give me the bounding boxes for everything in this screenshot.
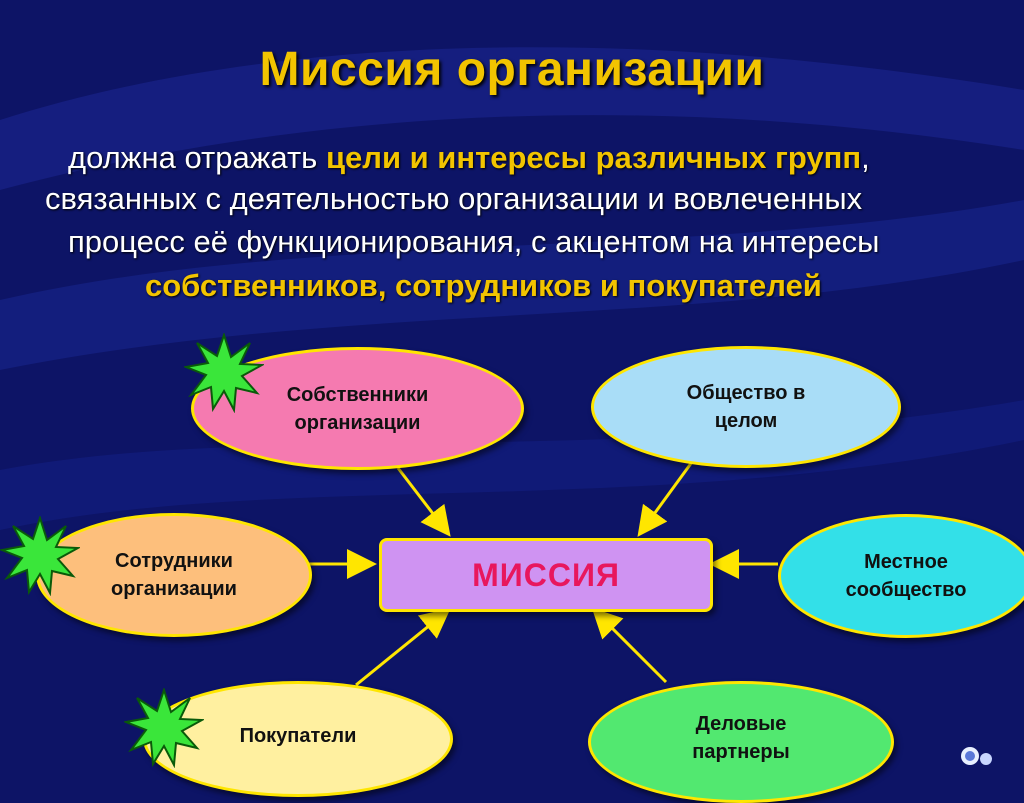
corner-logo-icon <box>961 747 992 765</box>
starburst-icon-owners <box>184 333 264 413</box>
arrows-layer <box>306 461 778 687</box>
node-partners-line-1: Деловые <box>695 713 787 735</box>
arrow-society <box>637 461 694 537</box>
text-line-3: процесс её функционирования, с акцентом … <box>68 224 880 259</box>
text-line-1-end: , <box>861 140 870 175</box>
text-line-1-highlight: цели и интересы различных групп <box>325 140 862 175</box>
node-partners: Деловые партнеры <box>588 681 894 803</box>
node-society: Общество в целом <box>591 346 901 468</box>
starburst-icon-employees <box>0 516 80 596</box>
text-line-4: собственников, сотрудников и покупателей <box>145 268 822 303</box>
text-line-1: должна отражать цели и интересы различны… <box>68 140 870 176</box>
mission-box: МИССИЯ <box>379 538 713 612</box>
node-local-community: Местное сообщество <box>778 514 1024 638</box>
node-society-line-1: Общество в <box>686 382 806 404</box>
arrow-customers <box>355 608 451 687</box>
node-local-line-2: сообщество <box>845 579 967 601</box>
arrow-owners <box>396 467 451 537</box>
node-partners-line-2: партнеры <box>692 741 790 763</box>
node-customers-label: Покупатели <box>239 725 357 747</box>
starburst-icon-customers <box>124 688 204 768</box>
node-employees-line-2: организации <box>111 578 237 600</box>
node-employees-line-1: Сотрудники <box>115 550 233 572</box>
arrow-partners <box>591 607 668 684</box>
node-owners-line-1: Собственники <box>286 383 429 406</box>
mission-label: МИССИЯ <box>472 556 620 593</box>
node-local-line-1: Местное <box>864 551 948 573</box>
slide-title: Миссия организации <box>259 43 765 96</box>
text-line-1-plain: должна отражать <box>68 140 326 175</box>
text-line-2: связанных с деятельностью организации и … <box>45 181 863 216</box>
node-society-line-2: целом <box>714 410 778 432</box>
node-employees: Сотрудники организации <box>36 513 312 637</box>
node-owners-line-2: организации <box>294 411 421 434</box>
